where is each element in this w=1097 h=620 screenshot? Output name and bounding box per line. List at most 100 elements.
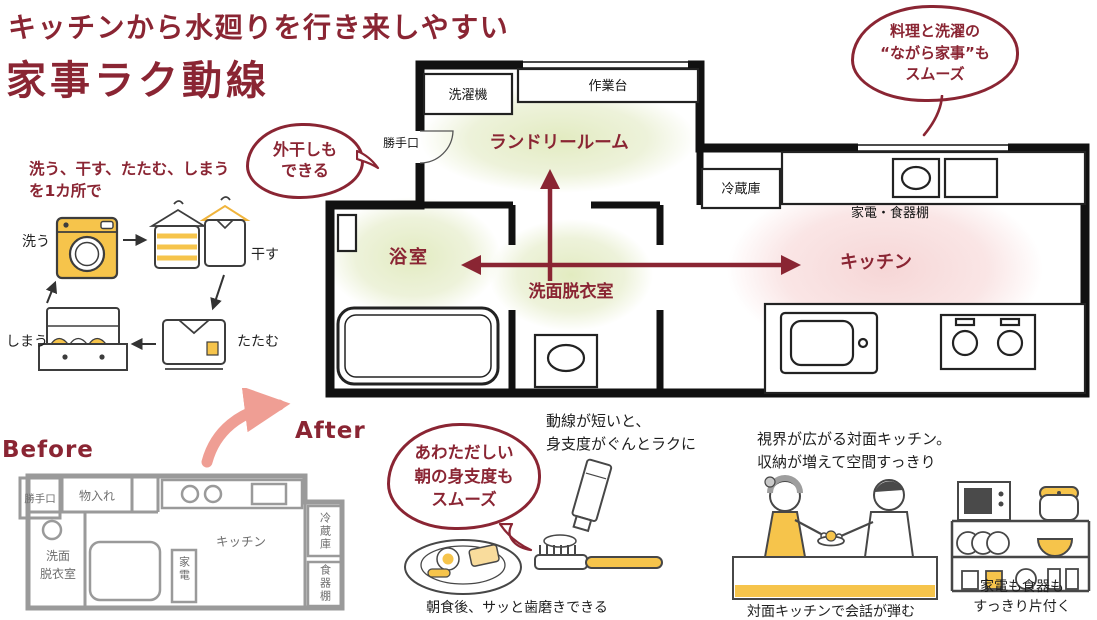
bubble-outdoor-drying: 外干しも できる: [246, 123, 380, 199]
note-line: 身支度がぐんとラクに: [546, 435, 697, 454]
room-label-washroom: 洗面脱衣室: [529, 281, 614, 302]
folded-shirt-icon: [162, 319, 226, 370]
washer-box: [422, 72, 514, 116]
before-counter: [160, 478, 304, 510]
before-label-kitchen: キッチン: [216, 534, 266, 549]
drawer-icon: [38, 307, 128, 371]
shared-plate-icon: [817, 530, 845, 547]
bubble-line: スムーズ: [431, 490, 497, 510]
title-line-2: 家事ラク動線: [6, 57, 270, 104]
arrow-store-to-wash: [45, 280, 58, 304]
bubble-line: スムーズ: [905, 65, 965, 84]
bubble-line: あわただしい: [414, 442, 514, 462]
bubble-multitask: 料理と洗濯の “ながら家事”も スムーズ: [851, 5, 1019, 137]
bubble-tail: [356, 149, 380, 170]
cups-icon: [961, 568, 1079, 590]
room-label-back-door: 勝手口: [383, 135, 419, 150]
before-appliance-box: [170, 548, 198, 604]
bathroom-highlight: [325, 197, 501, 317]
plate-icon: [404, 539, 522, 595]
room-label-cupboard: 家電・食器棚: [851, 205, 929, 221]
before-label-washroom-2: 脱衣室: [40, 566, 76, 581]
before-label: Before: [2, 437, 94, 463]
before-label-washroom-1: 洗面: [46, 549, 70, 563]
breakfast-toothbrush-illustration: [404, 458, 663, 595]
bubble-morning-prep: あわただしい 朝の身支度も スムーズ: [387, 423, 541, 552]
before-interior-walls: [18, 476, 307, 608]
room-label-washer: 洗濯機: [448, 88, 487, 103]
bubble-line: 朝の身支度も: [414, 466, 514, 486]
bubble-tail: [922, 95, 944, 137]
arrow-dry-to-fold: [210, 274, 225, 311]
plates-icon: [956, 531, 1010, 555]
kitchen-counter: [763, 302, 1087, 395]
step-label-wash: 洗う: [22, 234, 50, 250]
note-line: 視界が広がる対面キッチン。: [757, 430, 952, 448]
appliance-shelf-illustration: [950, 481, 1091, 593]
before-cupboard-box: [306, 560, 344, 608]
caption-conversation: 対面キッチンで会話が弾む: [747, 604, 915, 620]
hanging-clothes-icon: [148, 196, 251, 269]
cycle-caption-line1: 洗う、干す、たたむ、しまう: [29, 159, 229, 178]
counter-front: [732, 556, 938, 600]
cycle-caption-line2: を1カ所で: [29, 182, 102, 200]
before-fixtures: [41, 478, 344, 608]
note-line: 収納が増えて空間すっきり: [757, 453, 936, 472]
interior-walls: [420, 148, 704, 393]
counter-conversation-illustration: [732, 475, 938, 600]
before-label-closet: 物入れ: [79, 489, 115, 503]
microwave-icon: [957, 481, 1011, 521]
before-label-fridge: 冷蔵庫: [319, 512, 332, 551]
caption-toothbrush: 朝食後、サッと歯磨きできる: [426, 600, 608, 616]
laundry-cycle-diagram: 洗う、干す、たたむ、しまう を1カ所で: [6, 159, 279, 371]
before-label-appliances: 家電: [178, 555, 191, 582]
before-label-back-door: 勝手口: [24, 492, 56, 505]
step-label-store: しまう: [6, 334, 48, 350]
bubble-tail: [498, 523, 533, 552]
before-label-cupboard: 食器棚: [319, 563, 332, 603]
before-fridge-box: [306, 504, 344, 558]
room-label-bathroom: 浴室: [389, 246, 429, 268]
bubble-line: 料理と洗濯の: [889, 21, 980, 40]
caption-line: 家電も食器も: [980, 579, 1064, 595]
rice-cooker-icon: [1039, 486, 1079, 521]
fixtures: [336, 67, 1087, 395]
before-bathtub: [88, 540, 162, 602]
before-to-after-arrow: [201, 388, 291, 468]
cupboard-counter: [780, 150, 1087, 206]
bowl-icon: [1036, 538, 1074, 557]
room-label-kitchen: キッチン: [840, 252, 912, 273]
bubble-line: できる: [281, 161, 329, 180]
before-washbasin: [41, 519, 63, 541]
after-label: After: [295, 418, 366, 444]
toothpaste-icon: [571, 458, 613, 533]
room-label-work-counter: 作業台: [588, 78, 627, 94]
flow-arrows: [461, 169, 801, 281]
caption-shelf: 家電も食器も すっきり片付く: [957, 577, 1087, 618]
washbasin: [533, 333, 599, 389]
caption-line: すっきり片付く: [973, 599, 1071, 616]
back-door-arc: [419, 130, 454, 164]
washing-machine-icon: [55, 216, 119, 280]
bubble-line: 外干しも: [272, 140, 337, 160]
woman-figure: [763, 475, 828, 558]
before-floor-plan: 勝手口 物入れ 洗面 脱衣室 キッチン 家電 冷蔵庫 食器棚: [18, 473, 345, 611]
step-label-dry: 干す: [251, 247, 279, 263]
before-outer-walls: [25, 473, 345, 611]
title-line-1: キッチンから水廻りを行き来しやすい: [8, 11, 510, 44]
stove: [939, 313, 1037, 371]
room-label-fridge: 冷蔵庫: [721, 182, 760, 197]
work-counter-box: [516, 67, 700, 104]
shower-panel: [336, 213, 358, 253]
note-line: 動線が短いと、: [546, 412, 651, 430]
room-label-laundry-room: ランドリールーム: [489, 133, 628, 153]
step-label-fold: たたむ: [237, 334, 279, 350]
note-short-flow: 動線が短いと、 身支度がぐんとラクに: [546, 410, 696, 457]
washroom-highlight: [489, 219, 653, 331]
bubble-line: “ながら家事”も: [880, 43, 990, 62]
after-floor-plan: 洗濯機 作業台 ランドリールーム 勝手口 冷蔵庫 家電・食器棚 浴室 洗面脱衣室…: [325, 59, 1090, 398]
toothbrush-icon: [534, 534, 663, 570]
man-figure: [835, 479, 915, 558]
fridge-box: [700, 167, 782, 210]
